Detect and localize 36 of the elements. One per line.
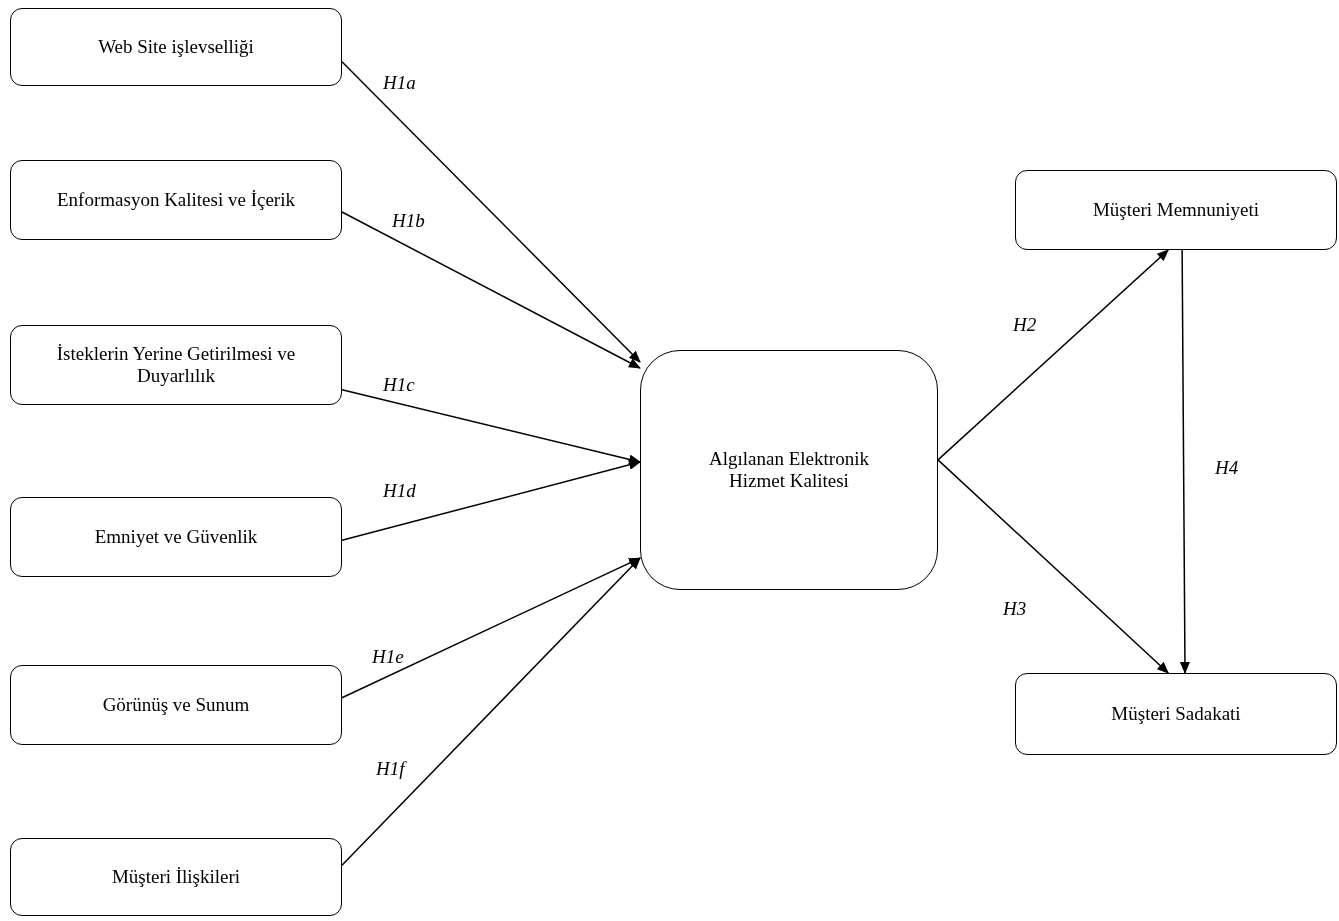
edge-label: H2: [1013, 314, 1037, 336]
construct-name: Web Site işlevselliği: [97, 36, 255, 58]
arrow: [341, 557, 641, 699]
arrow: [1179, 249, 1190, 674]
arrow: [341, 389, 641, 465]
construct-box: [1015, 170, 1337, 250]
construct-name: Görünüş ve Sunum: [101, 694, 251, 716]
construct-name: Algılanan Elektronik Hizmet Kalitesi: [708, 448, 870, 492]
construct-box: [10, 838, 342, 916]
construct-box: [10, 8, 342, 86]
construct-name: Müşteri Sadakati: [1110, 703, 1242, 725]
construct-box: [1015, 673, 1337, 755]
construct-name: Enformasyon Kalitesi ve İçerik: [56, 189, 296, 211]
arrow: [937, 459, 1169, 674]
arrow: [937, 249, 1169, 461]
arrow: [341, 460, 641, 541]
edge-label: H1b: [392, 210, 425, 232]
construct-box: [10, 160, 342, 240]
edge-label: H1f: [376, 758, 405, 780]
construct-name: Emniyet ve Güvenlik: [93, 526, 259, 548]
construct-name: Müşteri Memnuniyeti: [1091, 199, 1261, 221]
construct-name: İsteklerin Yerine Getirilmesi ve Duyarlılık: [55, 343, 297, 387]
construct-box: [640, 350, 938, 590]
edge-label: H4: [1215, 457, 1239, 479]
edge-label: H1a: [383, 72, 416, 94]
construct-name: Müşteri İlişkileri: [110, 866, 242, 888]
edge-label: H1d: [383, 480, 416, 502]
arrow: [341, 557, 641, 867]
edge-label: H3: [1003, 598, 1027, 620]
construct-box: [10, 665, 342, 745]
arrow: [341, 61, 641, 363]
arrow: [341, 211, 641, 369]
construct-box: [10, 325, 342, 405]
construct-box: [10, 497, 342, 577]
edge-label: H1e: [372, 646, 404, 668]
edge-label: H1c: [383, 374, 415, 396]
